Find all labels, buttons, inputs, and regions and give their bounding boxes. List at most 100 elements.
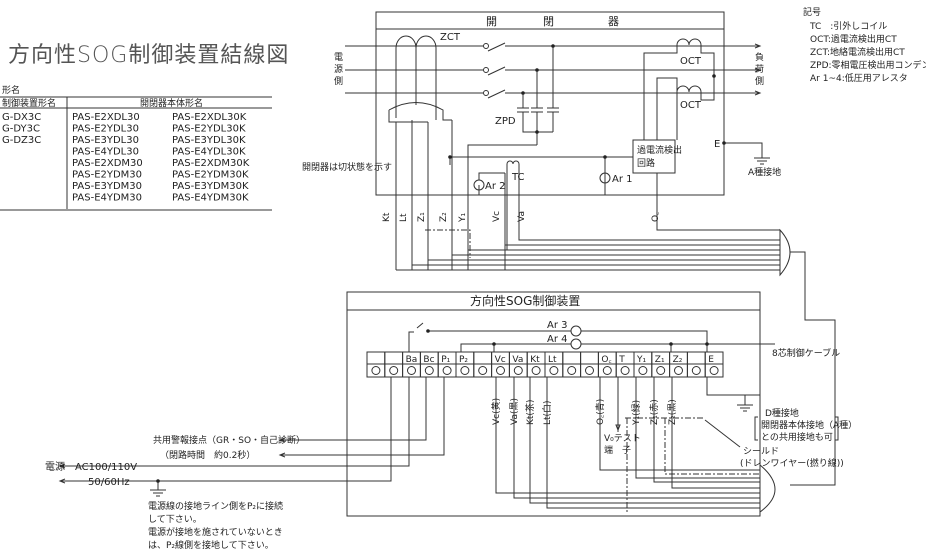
terminal-screw[interactable] bbox=[478, 366, 488, 375]
terminal-screw[interactable] bbox=[691, 366, 701, 375]
e-label: E bbox=[714, 139, 720, 150]
terminal-screw[interactable] bbox=[442, 366, 452, 375]
switch-title-3: 器 bbox=[608, 15, 619, 28]
terminal-screw[interactable] bbox=[513, 366, 523, 375]
terminal-cell bbox=[544, 363, 564, 378]
terminal-screw[interactable] bbox=[549, 366, 559, 375]
terminal-screw[interactable] bbox=[674, 366, 683, 375]
terminal-screw[interactable] bbox=[389, 366, 399, 375]
wire-label: Kt bbox=[382, 212, 392, 222]
terminal-cell bbox=[686, 363, 706, 378]
zpd-label: ZPD bbox=[495, 116, 516, 127]
terminal-screw[interactable] bbox=[638, 366, 648, 375]
switch-model-k: PAS-E4YDL30K bbox=[172, 147, 246, 158]
note-line: 電源線の接地ライン側をP₂に接続 bbox=[148, 500, 283, 512]
terminal-screw[interactable] bbox=[496, 366, 505, 375]
terminal-screw[interactable] bbox=[620, 366, 630, 375]
terminal-cell bbox=[597, 363, 617, 378]
terminal-label: E bbox=[708, 355, 714, 365]
oct-label-2: OCT bbox=[680, 100, 702, 111]
switch-model: PAS-E2XDM30 bbox=[72, 158, 143, 169]
wire-label: Va bbox=[517, 211, 527, 222]
table-heading: 形名 bbox=[2, 84, 20, 96]
legend-item: OCT:過電流検出用CT bbox=[810, 33, 897, 45]
terminal-cell bbox=[455, 363, 475, 378]
terminal-cell bbox=[651, 363, 671, 378]
switch-title-1: 開 bbox=[486, 15, 497, 28]
ar2-label: Ar 2 bbox=[485, 181, 506, 192]
terminal-screw[interactable] bbox=[709, 366, 719, 375]
switch-model-k: PAS-E2XDL30K bbox=[172, 112, 247, 123]
zct-label: ZCT bbox=[440, 32, 461, 43]
terminal-label: Z₁ bbox=[655, 355, 665, 365]
terminal-cell bbox=[419, 363, 439, 378]
terminal-screw[interactable] bbox=[460, 366, 470, 375]
switch-box: 開 閉 器 電 源 側 負 荷 側 bbox=[302, 11, 836, 486]
switch-model-k: PAS-E2YDM30K bbox=[172, 170, 249, 181]
terminal-screw[interactable] bbox=[567, 366, 577, 375]
detector-label: 回路 bbox=[637, 157, 655, 169]
terminal-screw[interactable] bbox=[531, 366, 541, 375]
switch-model-k: PAS-E2YDL30K bbox=[172, 124, 246, 135]
terminal-label: T bbox=[618, 355, 625, 365]
terminal-cell bbox=[580, 363, 599, 378]
terminal-cell bbox=[491, 363, 510, 378]
ground-note: 開閉器本体接地（A種） bbox=[761, 419, 857, 431]
terminal-cell bbox=[669, 363, 688, 378]
terminal-cell bbox=[615, 363, 635, 378]
terminal-label: Kt bbox=[530, 355, 540, 365]
legend-item: ZCT:地絡電流検出用CT bbox=[810, 46, 905, 58]
legend-item: ZPD:零相電圧検出用コンデンサ bbox=[810, 59, 926, 71]
source-label: 源 bbox=[334, 64, 343, 75]
source-label: 側 bbox=[334, 75, 343, 87]
load-label: 負 bbox=[755, 51, 764, 63]
shield-label: シールド bbox=[743, 447, 779, 457]
shield-label: (ドレンワイヤー(撚り線)) bbox=[740, 457, 844, 469]
wire-label: Y₁ bbox=[458, 213, 468, 223]
detector-label: 過電流検出 bbox=[637, 144, 682, 156]
switch-model-k: PAS-E2XDM30K bbox=[172, 158, 250, 169]
terminal-cell bbox=[473, 363, 493, 378]
terminal-label: P₂ bbox=[459, 355, 468, 365]
legend-item: TC :引外しコイル bbox=[809, 20, 887, 32]
note-line: して下さい。 bbox=[148, 514, 202, 525]
external-connections: 共用警報接点（GR・SO・自己診断） （閉路時間 約0.2秒） 電源 AC100… bbox=[45, 434, 305, 551]
terminal-label: Lt bbox=[548, 355, 557, 365]
terminal-screw[interactable] bbox=[371, 366, 381, 375]
terminal-screw[interactable] bbox=[424, 366, 434, 375]
terminal-cell bbox=[384, 363, 404, 378]
terminal-screw[interactable] bbox=[656, 366, 666, 375]
terminal-cell bbox=[633, 363, 653, 378]
terminal-screw[interactable] bbox=[602, 366, 612, 375]
terminal-label: Va bbox=[512, 355, 523, 365]
wire-label: Lt bbox=[399, 213, 409, 222]
wire-label: Vc bbox=[492, 211, 502, 222]
controller-model: G-DY3C bbox=[2, 124, 40, 135]
terminal-screw[interactable] bbox=[407, 366, 416, 375]
switch-model-k: PAS-E4YDM30K bbox=[172, 193, 249, 204]
ground-d-label: D種接地 bbox=[765, 407, 799, 419]
diagram-title: 方向性SOG制御装置結線図 bbox=[8, 43, 289, 68]
state-note: 開閉器は切状態を示す bbox=[302, 161, 392, 173]
switch-model-k: PAS-E3YDL30K bbox=[172, 135, 246, 146]
tc-label: TC bbox=[511, 172, 525, 183]
legend-item: Ar 1~4:低圧用アレスタ bbox=[810, 72, 908, 84]
wire-label: Z₁ bbox=[417, 212, 427, 222]
terminal-label: Bc bbox=[423, 355, 434, 365]
source-label: 電 bbox=[334, 52, 343, 63]
v0-test-label: V₀テスト bbox=[604, 433, 641, 444]
alarm-label: 共用警報接点（GR・SO・自己診断） bbox=[153, 434, 305, 446]
legend-heading: 記号 bbox=[803, 6, 821, 18]
power-label: 電源 AC100/110V bbox=[45, 460, 137, 473]
note-line: は、P₂線側を接地して下さい。 bbox=[148, 539, 274, 551]
load-label: 側 bbox=[755, 75, 764, 87]
terminal-screw[interactable] bbox=[585, 366, 594, 375]
freq-label: 50/60Hz bbox=[88, 477, 130, 488]
switch-model-k: PAS-E3YDM30K bbox=[172, 181, 249, 192]
terminal-cell bbox=[366, 363, 386, 378]
switch-model: PAS-E3YDL30 bbox=[72, 135, 139, 146]
terminal-label-cell bbox=[366, 351, 386, 365]
ar1-label: Ar 1 bbox=[612, 174, 633, 185]
